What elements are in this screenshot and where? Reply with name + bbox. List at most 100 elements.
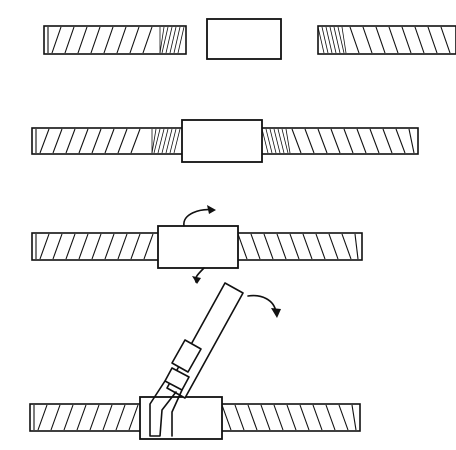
thread-hatch-line [161, 26, 169, 54]
coupler-sleeve [206, 18, 282, 60]
rebar-ribs-line [315, 233, 326, 260]
rebar-ribs-line [130, 128, 141, 154]
rebar-ribs-line [102, 404, 113, 431]
rebar-ribs-line [65, 233, 76, 260]
rebar-ribs-line [351, 404, 357, 431]
thread-hatch-line [173, 128, 181, 154]
rebar-ribs-line [395, 128, 406, 154]
rebar-ribs-line [312, 404, 323, 431]
turn-direction-arrow-icon [247, 294, 281, 318]
thread-hatch [159, 26, 185, 54]
torque-wrench-icon [149, 282, 244, 437]
rebar-ribs-line [90, 26, 101, 54]
thread-hatch-line [269, 128, 277, 154]
thread-hatch-line [169, 128, 177, 154]
rebar-ribs-line [116, 26, 127, 54]
rebar-ribs [47, 26, 153, 54]
coupler-sleeve [139, 396, 223, 440]
rebar-ribs-line [354, 233, 359, 260]
rebar-ribs-line [78, 233, 89, 260]
rebar-ribs-line [51, 26, 62, 54]
rebar-ribs-line [237, 233, 248, 260]
curved-rotation-arrow-icon [183, 205, 216, 284]
rebar-ribs-line [142, 26, 153, 54]
rebar-ribs-line [64, 26, 75, 54]
rebar-ribs-line [328, 233, 339, 260]
rebar-ribs-line [356, 128, 367, 154]
rebar-ribs-line [375, 26, 386, 54]
rebar-ribs-line [117, 128, 128, 154]
rebar-ribs [291, 128, 415, 154]
rebar-ribs-line [362, 26, 373, 54]
rebar-ribs-line [260, 404, 271, 431]
rebar-ribs-line [408, 128, 415, 154]
thread-hatch-line [317, 26, 325, 54]
rebar-ribs-line [299, 404, 310, 431]
rebar-ribs [221, 404, 357, 431]
rebar-ribs-line [104, 233, 115, 260]
rebar-ribs-line [291, 128, 302, 154]
coupler-sleeve [157, 225, 239, 269]
thread-hatch-line [177, 26, 185, 54]
rebar-ribs-line [77, 26, 88, 54]
rebar-ribs-line [37, 404, 48, 431]
rebar-ribs-line [76, 404, 87, 431]
thread-hatch-line [333, 26, 341, 54]
step-3-hand-tighten [31, 205, 363, 284]
rebar-ribs-line [128, 404, 139, 431]
thread-hatch-line [341, 26, 347, 54]
rebar-ribs-line [130, 233, 141, 260]
coupler-sleeve [181, 119, 263, 163]
thread-hatch-line [153, 128, 161, 154]
rebar-ribs-line [317, 128, 328, 154]
rebar-ribs [349, 26, 451, 54]
rebar-ribs-line [115, 404, 126, 431]
thread-hatch-line [161, 128, 169, 154]
thread-hatch-line [325, 26, 333, 54]
rebar-ribs-line [440, 26, 451, 54]
rebar-ribs-line [369, 128, 380, 154]
rebar-ribs-line [401, 26, 412, 54]
rebar-ribs-line [221, 404, 232, 431]
rebar-ribs-line [247, 404, 258, 431]
rebar-ribs-line [382, 128, 393, 154]
rebar-ribs [33, 404, 139, 431]
step-4-wrench-tighten [29, 282, 361, 440]
thread-hatch-line [321, 26, 329, 54]
thread-hatch-line [159, 26, 165, 54]
rebar-ribs-line [234, 404, 245, 431]
rebar-ribs-line [388, 26, 399, 54]
rebar-ribs-line [289, 233, 300, 260]
rebar-ribs-line [341, 233, 352, 260]
rebar-ribs [237, 233, 359, 260]
rebar-ribs-line [427, 26, 438, 54]
rebar-ribs-line [91, 233, 102, 260]
rebar-ribs-line [250, 233, 261, 260]
rebar-ribs-line [343, 128, 354, 154]
rebar-ribs-line [65, 128, 76, 154]
thread-hatch-line [329, 26, 337, 54]
rebar-ribs-line [414, 26, 425, 54]
rebar-ribs-line [286, 404, 297, 431]
rebar-ribs-line [129, 26, 140, 54]
rebar-ribs-line [89, 404, 100, 431]
rebar-ribs-line [117, 233, 128, 260]
thread-hatch-line [273, 128, 281, 154]
thread-hatch [261, 128, 291, 154]
rebar-left [43, 25, 187, 55]
rebar-ribs-line [338, 404, 349, 431]
step-2-coupler-positioned [31, 119, 419, 163]
thread-hatch-line [285, 128, 291, 154]
rebar-ribs-line [325, 404, 336, 431]
thread-hatch-line [157, 128, 165, 154]
rebar-ribs-line [104, 128, 115, 154]
thread-hatch [151, 128, 181, 154]
rebar-ribs-line [103, 26, 114, 54]
rebar-ribs-line [304, 128, 315, 154]
thread-hatch-line [173, 26, 181, 54]
rebar-ribs-line [349, 26, 360, 54]
rebar-ribs-line [263, 233, 274, 260]
rebar-ribs-line [330, 128, 341, 154]
